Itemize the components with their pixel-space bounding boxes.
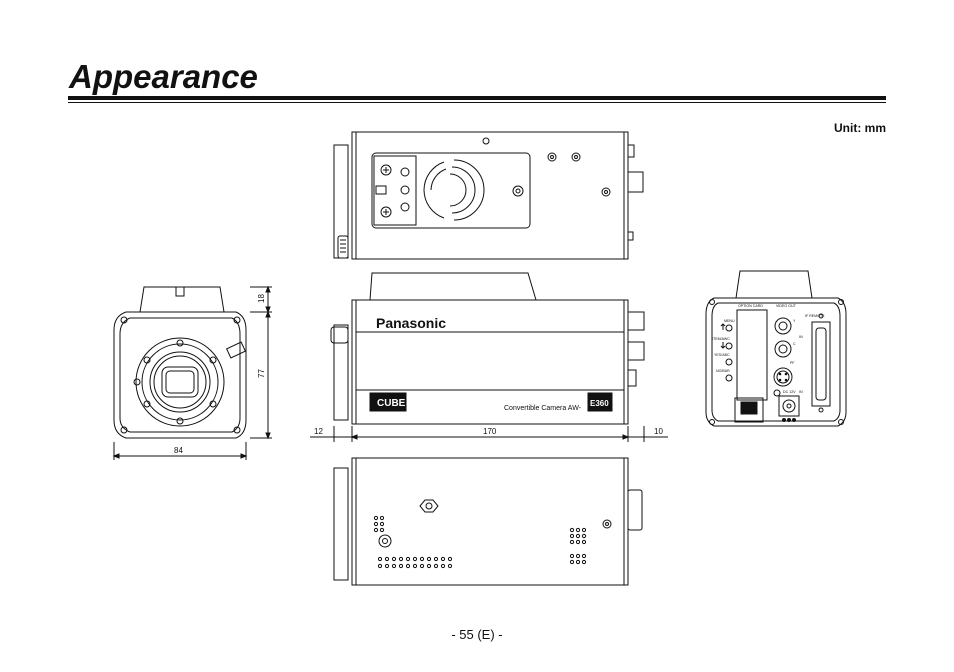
title-rule-thick	[68, 96, 886, 100]
model-name: Convertible Camera AW-	[504, 405, 582, 412]
rear-label-video-out: VIDEO OUT	[776, 304, 797, 308]
rear-label-menu: MENU	[724, 319, 735, 323]
rear-label-pf: PF	[790, 361, 795, 365]
rear-label-no-bar: NO/BAR	[716, 369, 730, 373]
rear-label-in-2: IN	[799, 390, 803, 394]
if-remote-connector	[811, 321, 831, 407]
side-view-body	[351, 299, 629, 425]
fan-panel	[371, 152, 531, 229]
rear-view	[705, 270, 847, 427]
remote-connector	[773, 367, 793, 387]
cube-logo-badge	[369, 392, 407, 412]
ccd-window	[161, 366, 199, 398]
rear-label-option-card: OPTION CARD	[738, 304, 763, 308]
rear-label-item-awc: ITEM/AWC	[712, 337, 730, 341]
dim-height-77: 77	[257, 369, 266, 378]
brand-name: Panasonic	[376, 315, 446, 331]
dc-in-connector	[734, 397, 764, 423]
side-view: CUBE E360 Panasonic Convertible Camera A…	[310, 272, 668, 442]
front-view-top-unit	[139, 286, 225, 313]
top-view-focus-knob	[337, 235, 349, 259]
rear-label-if-remote: IF REMOTE	[805, 314, 825, 318]
option-card-slot	[736, 309, 768, 401]
dim-width-84: 84	[174, 446, 183, 455]
lens-mount-ring	[135, 337, 225, 427]
model-badge	[587, 392, 613, 412]
front-view-body	[113, 311, 247, 439]
tripod-mount	[419, 499, 439, 513]
page-title: Appearance	[69, 58, 258, 95]
top-view-body	[351, 131, 629, 260]
rear-view-top-unit	[735, 270, 813, 299]
video-out-bnc-c	[774, 340, 792, 358]
title-rule-thin	[68, 102, 886, 103]
fan-grille	[453, 159, 485, 191]
dim-top-18: 18	[257, 294, 266, 303]
bottom-view-body	[351, 457, 629, 586]
rear-label-c: C	[793, 342, 796, 346]
page-number: - 55 (E) -	[451, 627, 503, 642]
dim-rear-10: 10	[654, 427, 663, 436]
rear-view-body	[705, 297, 847, 427]
unit-label: Unit: mm	[834, 121, 886, 135]
rear-label-in-1: IN	[799, 335, 803, 339]
bottom-view	[333, 457, 643, 586]
vent-holes-left	[373, 515, 385, 533]
side-view-top-unit	[369, 272, 537, 301]
model-badge-text: E360	[590, 399, 609, 408]
cube-logo-text: CUBE	[377, 398, 406, 409]
video-out-bnc-y	[774, 317, 792, 335]
rear-label-yes-abc: YES/ABC	[714, 353, 730, 357]
top-view-lens-mount	[333, 144, 349, 259]
rear-label-y: Y	[793, 319, 796, 323]
vent-holes-right	[569, 527, 587, 565]
vent-holes-bottom	[377, 556, 453, 569]
top-view	[333, 131, 644, 260]
rear-label-dc12v: DC 12V	[783, 390, 796, 394]
dim-lens-12: 12	[314, 427, 323, 436]
dim-body-170: 170	[483, 427, 497, 436]
front-view	[112, 285, 272, 460]
